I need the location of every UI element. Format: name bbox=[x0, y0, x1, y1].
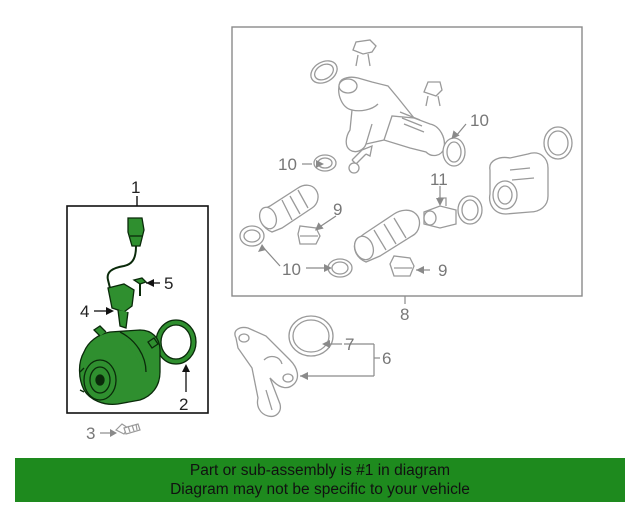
banner-line-1: Part or sub-assembly is #1 in diagram bbox=[189, 462, 451, 479]
callout-10-right: 10 bbox=[470, 111, 489, 130]
callout-4: 4 bbox=[80, 302, 89, 321]
callout-5: 5 bbox=[164, 274, 173, 293]
callout-11: 11 bbox=[430, 170, 448, 189]
assembly-8-box bbox=[231, 26, 583, 297]
bolt-3 bbox=[114, 423, 141, 435]
info-banner: Part or sub-assembly is #1 in diagram Di… bbox=[15, 458, 625, 502]
callout-2: 2 bbox=[179, 395, 188, 414]
callout-6: 6 bbox=[382, 349, 391, 368]
arrow-2 bbox=[182, 364, 190, 372]
callout-3: 3 bbox=[86, 424, 95, 443]
callout-8: 8 bbox=[400, 305, 409, 324]
leader-lines-6-7 bbox=[300, 343, 380, 377]
callout-10-bottom: 10 bbox=[282, 260, 301, 279]
water-pump-assembly bbox=[78, 217, 197, 406]
banner-line-2: Diagram may not be specific to your vehi… bbox=[170, 481, 470, 498]
callout-9-lower: 9 bbox=[438, 261, 447, 280]
callout-1: 1 bbox=[131, 178, 140, 197]
thermostat-housing-assembly bbox=[239, 39, 573, 278]
callout-7: 7 bbox=[345, 335, 354, 354]
coolant-flange-6 bbox=[234, 315, 334, 418]
arrow-4 bbox=[106, 307, 114, 315]
callout-9-upper: 9 bbox=[333, 200, 342, 219]
arrow-5 bbox=[146, 279, 154, 287]
callout-10-left: 10 bbox=[278, 155, 297, 174]
